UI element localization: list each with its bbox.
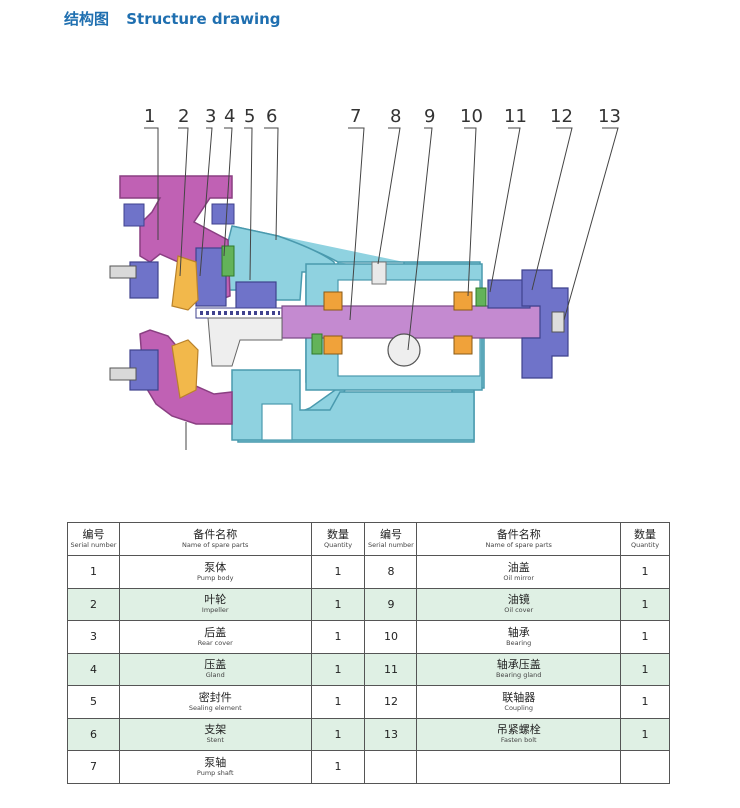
fasten-bolt-part — [551, 311, 565, 333]
cell-quantity: 1 — [620, 555, 670, 589]
callout-10: 10 — [460, 106, 483, 127]
cell-serial — [364, 750, 418, 784]
callout-2: 2 — [178, 106, 189, 127]
leader-lines — [144, 127, 619, 450]
cell-part-name — [416, 750, 622, 784]
callout-12: 12 — [550, 106, 573, 127]
callout-7: 7 — [350, 106, 361, 127]
cell-serial: 3 — [67, 620, 120, 654]
cell-quantity: 1 — [620, 685, 670, 719]
cell-serial: 6 — [67, 717, 120, 751]
gland-part — [221, 245, 235, 277]
fastener-lower — [109, 367, 137, 381]
cell-serial: 5 — [67, 685, 120, 719]
oil-cover-part — [387, 333, 421, 367]
sealing-element-part — [235, 281, 277, 311]
title-english: Structure drawing — [126, 10, 281, 28]
cell-quantity: 1 — [620, 652, 670, 686]
bearing-part-lower-left — [323, 335, 343, 355]
cell-serial: 12 — [364, 685, 418, 719]
bearing-part-upper-left — [323, 291, 343, 311]
cell-quantity: 1 — [310, 587, 366, 621]
seal-ring-left — [311, 333, 323, 355]
cell-serial: 11 — [364, 652, 418, 686]
cell-quantity: 1 — [620, 717, 670, 751]
fastener-upper — [109, 265, 137, 279]
impeller-part — [171, 255, 199, 399]
cell-quantity: 1 — [620, 587, 670, 621]
outlet-bolt-right — [211, 203, 235, 225]
callout-6: 6 — [266, 106, 277, 127]
cell-quantity: 1 — [620, 620, 670, 654]
callout-4: 4 — [224, 106, 235, 127]
stent-hole — [261, 403, 293, 441]
page-title: 结构图 Structure drawing — [64, 8, 293, 29]
callout-5: 5 — [244, 106, 255, 127]
cell-serial: 13 — [364, 717, 418, 751]
callout-8: 8 — [390, 106, 401, 127]
pump-shaft-part — [281, 305, 557, 339]
cell-quantity — [620, 750, 670, 784]
callout-1: 1 — [144, 106, 155, 127]
cell-serial: 1 — [67, 555, 120, 589]
cell-serial: 10 — [364, 620, 418, 654]
cell-quantity: 1 — [310, 555, 366, 589]
oil-mirror-part — [371, 261, 387, 285]
seal-ring-right — [475, 287, 487, 307]
bearing-part-upper-right — [453, 291, 473, 311]
pump-shaft-sleeve — [207, 317, 283, 367]
structure-drawing: 1 2 3 4 5 6 7 8 9 10 11 12 13 — [109, 106, 621, 450]
callout-13: 13 — [598, 106, 621, 127]
cell-serial: 9 — [364, 587, 418, 621]
cell-quantity: 1 — [310, 717, 366, 751]
cell-serial: 8 — [364, 555, 418, 589]
callout-3: 3 — [205, 106, 216, 127]
cell-quantity: 1 — [310, 750, 366, 784]
cell-serial: 4 — [67, 652, 120, 686]
coupling-part — [521, 269, 569, 379]
title-chinese: 结构图 — [64, 10, 110, 28]
outlet-bolt-left — [123, 203, 145, 227]
bearing-part-lower-right — [453, 335, 473, 355]
callout-11: 11 — [504, 106, 527, 127]
cell-quantity: 1 — [310, 685, 366, 719]
cell-quantity: 1 — [310, 620, 366, 654]
cell-quantity: 1 — [310, 652, 366, 686]
cell-serial: 7 — [67, 750, 120, 784]
callout-9: 9 — [424, 106, 435, 127]
cell-serial: 2 — [67, 587, 120, 621]
